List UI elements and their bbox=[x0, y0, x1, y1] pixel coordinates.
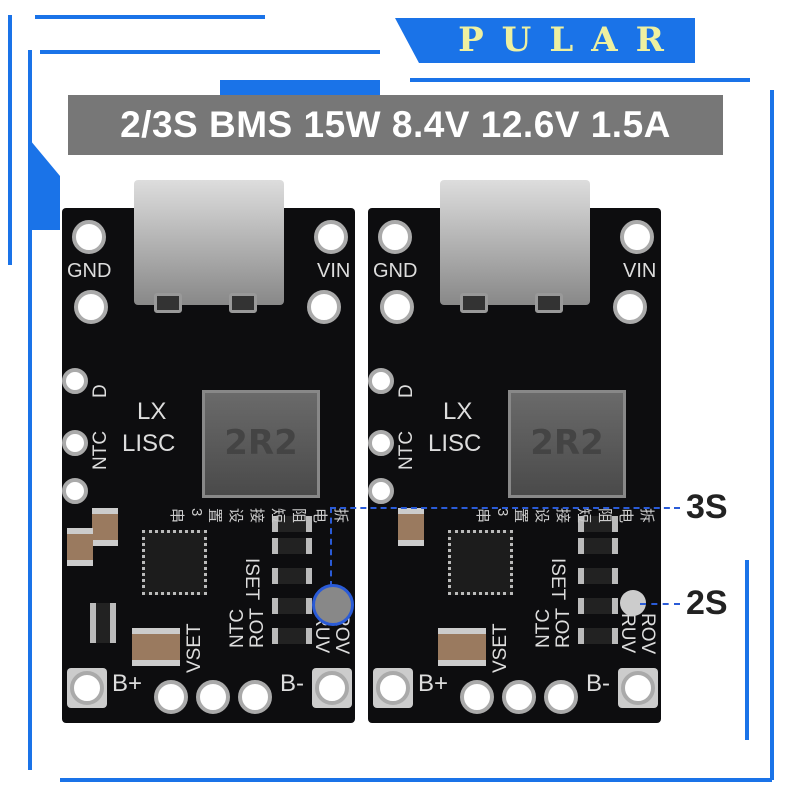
pin-pad bbox=[196, 680, 230, 714]
gnd-pad bbox=[74, 290, 108, 324]
ntc2-label: NTC bbox=[533, 608, 554, 648]
pin-pad bbox=[502, 680, 536, 714]
2s-callout-line bbox=[640, 603, 680, 605]
resistor bbox=[578, 628, 618, 644]
lx-label: LX bbox=[137, 398, 167, 425]
ntc2-label: NTC bbox=[227, 608, 248, 648]
ruv-label: RUV bbox=[617, 613, 638, 654]
vin-label: VIN bbox=[623, 260, 657, 282]
bminus-label: B- bbox=[586, 670, 610, 697]
iset-label: ISET bbox=[547, 558, 568, 601]
mount-hole bbox=[378, 220, 412, 254]
circuit-line bbox=[745, 560, 749, 740]
resistor bbox=[272, 598, 312, 614]
2s-callout: 2S bbox=[686, 584, 728, 622]
gnd-label: GND bbox=[373, 260, 418, 282]
resistor bbox=[272, 538, 312, 554]
capacitor bbox=[460, 628, 486, 666]
mount-hole bbox=[72, 220, 106, 254]
usb-c-connector bbox=[440, 180, 590, 313]
chinese-note: 拆电阻短接设置3串 bbox=[474, 508, 655, 524]
vset-label: VSET bbox=[184, 623, 205, 673]
resistor bbox=[578, 568, 618, 584]
capacitor bbox=[67, 528, 93, 566]
circuit-line bbox=[30, 140, 60, 230]
bplus-pad bbox=[67, 668, 107, 708]
resistor bbox=[90, 603, 116, 643]
resistor bbox=[578, 516, 618, 532]
d-label: D bbox=[396, 384, 417, 398]
lisc-label: LISC bbox=[428, 430, 482, 457]
brand-banner bbox=[395, 18, 695, 63]
mount-hole bbox=[314, 220, 348, 254]
capacitor bbox=[92, 508, 118, 546]
circuit-line bbox=[8, 15, 12, 265]
resistor bbox=[578, 538, 618, 554]
circuit-line bbox=[28, 50, 32, 770]
circuit-line bbox=[410, 78, 750, 82]
bplus-pad bbox=[373, 668, 413, 708]
product-title: 2/3S BMS 15W 8.4V 12.6V 1.5A bbox=[68, 95, 723, 155]
pcb-board-left: GND VIN D NTC G LX LISC 2R2 VSET NTC ROT… bbox=[62, 180, 355, 723]
iset-label: ISET bbox=[241, 558, 262, 601]
bminus-pad bbox=[618, 668, 658, 708]
lx-label: LX bbox=[443, 398, 473, 425]
inductor: 2R2 bbox=[508, 390, 626, 498]
resistor bbox=[578, 598, 618, 614]
pin-pad bbox=[460, 680, 494, 714]
capacitor bbox=[398, 508, 424, 546]
rov-label: ROV bbox=[637, 613, 658, 655]
resistor bbox=[272, 628, 312, 644]
3s-callout-line-v bbox=[330, 507, 332, 587]
circuit-line bbox=[770, 90, 774, 780]
vin-pad bbox=[307, 290, 341, 324]
3s-callout: 3S bbox=[686, 488, 728, 526]
pin-pad bbox=[238, 680, 272, 714]
d-pad bbox=[368, 368, 394, 394]
d-label: D bbox=[90, 384, 111, 398]
capacitor bbox=[154, 628, 180, 666]
gnd-label: GND bbox=[67, 260, 112, 282]
chinese-note: 拆电阻短接设置3串 bbox=[168, 508, 349, 524]
capacitor bbox=[132, 628, 158, 666]
2s-jumper-circle bbox=[312, 584, 354, 626]
ntc-pad bbox=[368, 430, 394, 456]
resistor bbox=[272, 516, 312, 532]
inductor: 2R2 bbox=[202, 390, 320, 498]
g-pad bbox=[368, 478, 394, 504]
vin-pad bbox=[613, 290, 647, 324]
brand-name: PULAR bbox=[458, 20, 682, 60]
pcb-board-right: GND VIN D NTC G LX LISC 2R2 VSET NTC ROT… bbox=[368, 180, 661, 723]
charger-ic bbox=[448, 530, 513, 595]
rot-label: ROT bbox=[247, 607, 268, 648]
bminus-label: B- bbox=[280, 670, 304, 697]
usb-c-connector bbox=[134, 180, 284, 313]
gnd-pad bbox=[380, 290, 414, 324]
d-pad bbox=[62, 368, 88, 394]
mount-hole bbox=[620, 220, 654, 254]
g-pad bbox=[62, 478, 88, 504]
pin-pad bbox=[544, 680, 578, 714]
pin-pad bbox=[154, 680, 188, 714]
3s-callout-line bbox=[330, 507, 680, 509]
bplus-label: B+ bbox=[418, 670, 449, 697]
charger-ic bbox=[142, 530, 207, 595]
rot-label: ROT bbox=[553, 607, 574, 648]
capacitor bbox=[438, 628, 464, 666]
resistor bbox=[272, 568, 312, 584]
ntc-label: NTC bbox=[90, 430, 111, 470]
circuit-line bbox=[35, 15, 265, 19]
bplus-label: B+ bbox=[112, 670, 143, 697]
vset-label: VSET bbox=[490, 623, 511, 673]
ntc-pad bbox=[62, 430, 88, 456]
circuit-line bbox=[40, 50, 380, 54]
ntc-label: NTC bbox=[396, 430, 417, 470]
lisc-label: LISC bbox=[122, 430, 176, 457]
circuit-line bbox=[60, 778, 772, 782]
bminus-pad bbox=[312, 668, 352, 708]
vin-label: VIN bbox=[317, 260, 351, 282]
